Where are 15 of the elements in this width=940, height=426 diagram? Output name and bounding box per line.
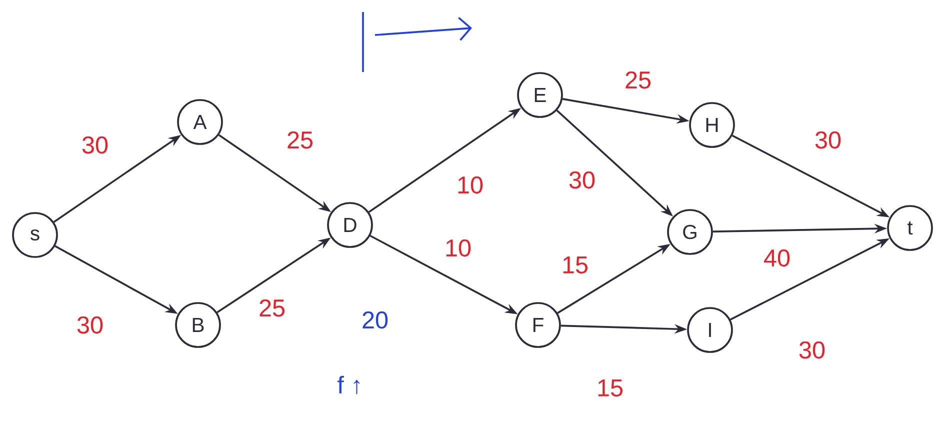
capacity-label: 30 [75,314,105,335]
capacity-label: 40 [762,248,792,268]
capacity-label: 30 [813,130,843,150]
flow-note: 20 [362,311,388,329]
capacity-label: 25 [257,298,287,318]
capacity-label: 25 [623,70,653,90]
capacity-label: 10 [455,175,485,195]
capacity-label: 30 [80,134,110,155]
capacity-label: 25 [285,130,315,150]
capacity-label: 15 [595,378,625,398]
capacity-label: 15 [560,255,590,275]
capacity-label: 10 [443,238,473,258]
capacity-label: 30 [567,170,597,190]
capacity-label: 30 [797,340,827,360]
flow-note: f ↑ [338,376,360,394]
